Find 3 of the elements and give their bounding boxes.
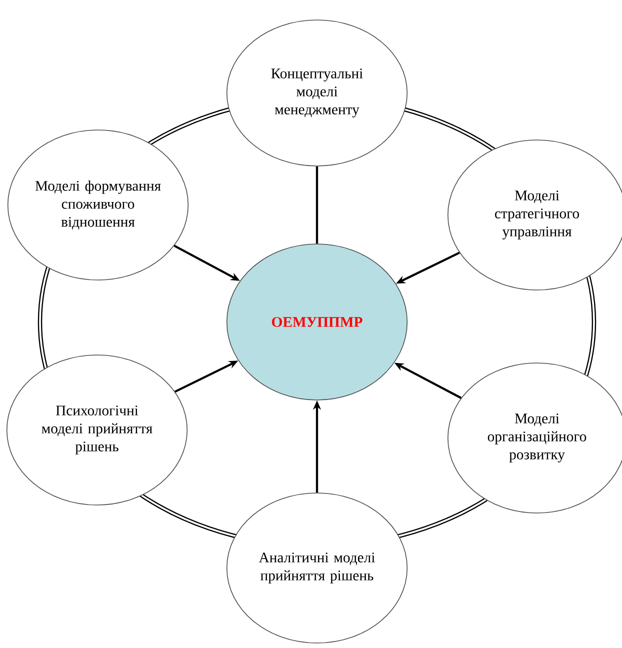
node-label: Моделі стратегічного управління (495, 190, 580, 240)
node-label: Аналітичні моделі прийняття рішень (258, 552, 375, 584)
node-label: Моделі організаційного розвитку (488, 414, 586, 462)
